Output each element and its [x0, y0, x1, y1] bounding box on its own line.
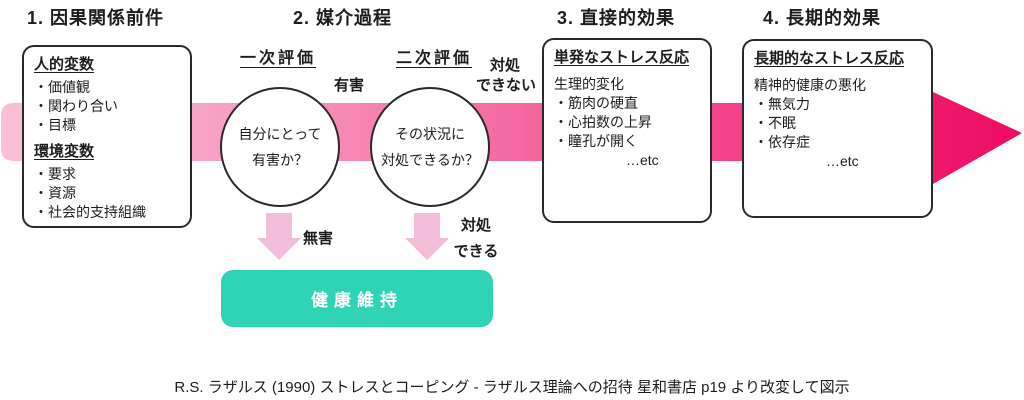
harmless-label: 無害: [303, 230, 334, 247]
section-title-antecedents: 1. 因果関係前件: [27, 8, 165, 28]
longterm-effects-subheading: 精神的健康の悪化: [754, 77, 866, 93]
direct-effects-list: ・筋肉の硬直・心拍数の上昇・瞳孔が開く: [554, 94, 700, 151]
antecedents-box: 人的変数 ・価値観・関わり合い・目標 環境変数 ・要求・資源・社会的支持組織: [22, 45, 192, 228]
section-title-direct-effects: 3. 直接的効果: [557, 8, 676, 28]
longterm-effects-list: ・無気力・不眠・依存症: [754, 95, 921, 152]
list-item: ・心拍数の上昇: [554, 114, 652, 130]
longterm-effects-box: 長期的なストレス反応 精神的健康の悪化 ・無気力・不眠・依存症 …etc: [742, 39, 933, 218]
harmful-label: 有害: [334, 77, 365, 94]
primary-question-line1: 自分にとって: [238, 126, 322, 142]
secondary-question-line1: その状況に: [395, 126, 465, 142]
list-item: ・不眠: [754, 115, 796, 131]
secondary-appraisal-label: 二次評価: [396, 50, 473, 67]
list-item: ・社会的支持組織: [34, 204, 146, 220]
direct-effects-heading: 単発なストレス反応: [554, 49, 690, 66]
list-item: ・要求: [34, 166, 76, 182]
can-cope-label: 対処 できる: [449, 213, 503, 265]
primary-appraisal-circle: 自分にとって 有害か？: [220, 87, 340, 207]
down-arrow-harmless: [257, 213, 301, 260]
primary-question-line2: 有害か？: [252, 152, 308, 168]
secondary-appraisal-circle: その状況に 対処できるか？: [370, 87, 490, 207]
list-item: ・瞳孔が開く: [554, 133, 638, 149]
direct-effects-box: 単発なストレス反応 生理的変化 ・筋肉の硬直・心拍数の上昇・瞳孔が開く …etc: [542, 38, 712, 223]
health-maintenance-label: 健康維持: [311, 291, 403, 310]
list-item: ・筋肉の硬直: [554, 95, 638, 111]
direct-effects-etc: …etc: [626, 152, 659, 168]
personal-variables-list: ・価値観・関わり合い・目標: [34, 78, 180, 135]
source-citation: R.S. ラザルス (1990) ストレスとコーピング - ラザルス理論への招待…: [174, 379, 850, 396]
can-cope-line1: 対処: [460, 217, 491, 234]
cannot-cope-label: 対処 できない: [476, 56, 537, 96]
environment-variables-list: ・要求・資源・社会的支持組織: [34, 165, 180, 222]
environment-variables-heading: 環境変数: [34, 143, 95, 160]
list-item: ・無気力: [754, 96, 810, 112]
direct-effects-subheading: 生理的変化: [554, 76, 624, 92]
primary-appraisal-label: 一次評価: [240, 50, 317, 67]
section-title-mediation: 2. 媒介過程: [293, 8, 393, 28]
personal-variables-heading: 人的変数: [34, 56, 95, 73]
cannot-cope-line2: できない: [476, 77, 537, 94]
secondary-question-line2: 対処できるか？: [381, 152, 479, 168]
list-item: ・関わり合い: [34, 98, 118, 114]
longterm-effects-heading: 長期的なストレス反応: [754, 50, 905, 67]
down-arrow-can-cope: [405, 213, 449, 260]
list-item: ・価値観: [34, 79, 90, 95]
cannot-cope-line1: 対処: [489, 57, 520, 74]
list-item: ・目標: [34, 117, 76, 133]
section-title-longterm-effects: 4. 長期的効果: [763, 8, 882, 28]
longterm-effects-etc: …etc: [826, 153, 859, 169]
can-cope-line2: できる: [453, 243, 499, 260]
list-item: ・依存症: [754, 134, 810, 150]
health-maintenance-box: 健康維持: [221, 270, 493, 327]
list-item: ・資源: [34, 185, 76, 201]
